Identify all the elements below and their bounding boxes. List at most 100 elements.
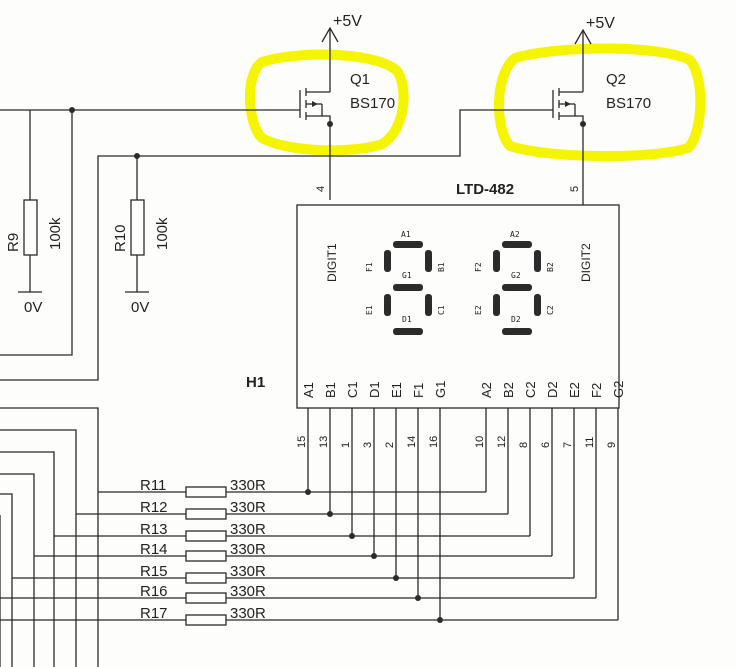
seg-g1-label: G1	[402, 271, 412, 280]
q1-supply-label: +5V	[333, 13, 362, 30]
seg-d1-label: D1	[402, 315, 412, 324]
junction-dot	[437, 617, 443, 623]
junction-dot	[371, 553, 377, 559]
digit2-segments	[493, 241, 541, 335]
resistor-ref: R14	[140, 541, 168, 558]
pin-number: 8	[518, 442, 530, 448]
r9-resistor	[18, 199, 42, 293]
seg-c1-label: C1	[437, 305, 446, 315]
seg-a2-label: A2	[510, 230, 520, 239]
q2-supply-label: +5V	[586, 15, 615, 32]
r9-value: 100k	[47, 217, 64, 250]
r9-gnd: 0V	[24, 299, 42, 316]
pin-number: 9	[606, 442, 618, 448]
pin-label: D2	[545, 381, 560, 398]
r10-ref: R10	[112, 224, 129, 252]
pin-label: G1	[433, 381, 448, 398]
resistor-ref: R15	[140, 563, 168, 580]
junction-dot	[305, 489, 311, 495]
q2-ref: Q2	[606, 71, 626, 88]
junction-dot	[415, 595, 421, 601]
resistor-body	[185, 592, 227, 604]
resistor-ref: R11	[140, 477, 166, 494]
pin-number: 16	[428, 436, 440, 448]
resistor-body	[185, 550, 227, 562]
resistor-ref: R13	[140, 521, 168, 538]
seg-a1-label: A1	[401, 230, 411, 239]
q1-highlight	[245, 49, 409, 156]
pin-number: 12	[496, 436, 508, 448]
pin-number: 2	[384, 442, 396, 448]
pin-number: 1	[340, 442, 352, 448]
q1-transistor-symbol	[299, 88, 333, 200]
pin-label: C1	[345, 381, 360, 398]
pin-label: A2	[479, 382, 494, 398]
r10-gnd: 0V	[131, 299, 149, 316]
resistor-value: 330R	[230, 499, 266, 516]
q2-transistor-symbol	[552, 88, 586, 205]
digit1-label: DIGIT1	[325, 243, 339, 282]
seg-e2-label: E2	[474, 305, 483, 315]
pin-number: 6	[540, 442, 552, 448]
resistor-ref: R16	[140, 583, 168, 600]
resistor-body	[185, 614, 227, 626]
seg-b2-label: B2	[546, 262, 555, 272]
resistor-body	[185, 486, 227, 498]
pin-number: 13	[318, 436, 330, 448]
segment-resistors: R11 330R R12 330R R13 330R R14 330R R15 330R R16 33…	[0, 477, 618, 626]
pin-number: 10	[474, 436, 486, 448]
resistor-body	[185, 508, 227, 520]
resistor-value: 330R	[230, 477, 266, 494]
pin-label: A1	[301, 382, 316, 398]
seg-f2-label: F2	[474, 262, 483, 272]
resistor-body	[185, 572, 227, 584]
r10-resistor	[125, 199, 149, 293]
digit1-pin-number: 4	[315, 186, 327, 192]
display-pin-wires	[307, 408, 619, 620]
junction-dot	[349, 533, 355, 539]
pin-label: F2	[589, 383, 604, 398]
digit2-label: DIGIT2	[579, 243, 593, 282]
resistor-value: 330R	[230, 583, 266, 600]
seg-f1-label: F1	[365, 262, 374, 272]
q1-part: BS170	[350, 95, 395, 112]
pin-label: G2	[611, 381, 626, 398]
display-part: LTD-482	[456, 181, 514, 198]
resistor-value: 330R	[230, 521, 266, 538]
r9-ref: R9	[5, 233, 22, 252]
pin-label: B2	[501, 382, 516, 398]
resistor-value: 330R	[230, 605, 266, 622]
seg-d2-label: D2	[511, 315, 521, 324]
resistor-ref: R17	[140, 605, 168, 622]
resistor-body	[185, 530, 227, 542]
seg-g2-label: G2	[511, 271, 521, 280]
pin-label: E2	[567, 382, 582, 398]
resistor-value: 330R	[230, 541, 266, 558]
left-bus-lines	[0, 407, 99, 667]
q2-part: BS170	[606, 95, 651, 112]
pin-label: B1	[323, 382, 338, 398]
seg-e1-label: E1	[365, 305, 374, 315]
resistor-value: 330R	[230, 563, 266, 580]
pin-number: 3	[362, 442, 374, 448]
q1-ref: Q1	[350, 71, 370, 88]
junction-dot	[327, 511, 333, 517]
q2-highlight	[493, 43, 706, 162]
resistor-ref: R12	[140, 499, 168, 516]
pin-number: 14	[406, 436, 418, 448]
pin-number: 15	[296, 436, 308, 448]
junction-dot	[393, 575, 399, 581]
seg-c2-label: C2	[546, 305, 555, 315]
q1-supply-arrow	[321, 26, 339, 92]
pin-number: 11	[584, 437, 596, 448]
digit2-pin-number: 5	[569, 186, 581, 192]
q2-supply-arrow	[574, 28, 592, 92]
pin-label: C2	[523, 381, 538, 398]
r10-value: 100k	[154, 217, 171, 250]
seg-b1-label: B1	[437, 262, 446, 272]
pin-label: E1	[389, 382, 404, 398]
display-ref: H1	[246, 374, 265, 391]
